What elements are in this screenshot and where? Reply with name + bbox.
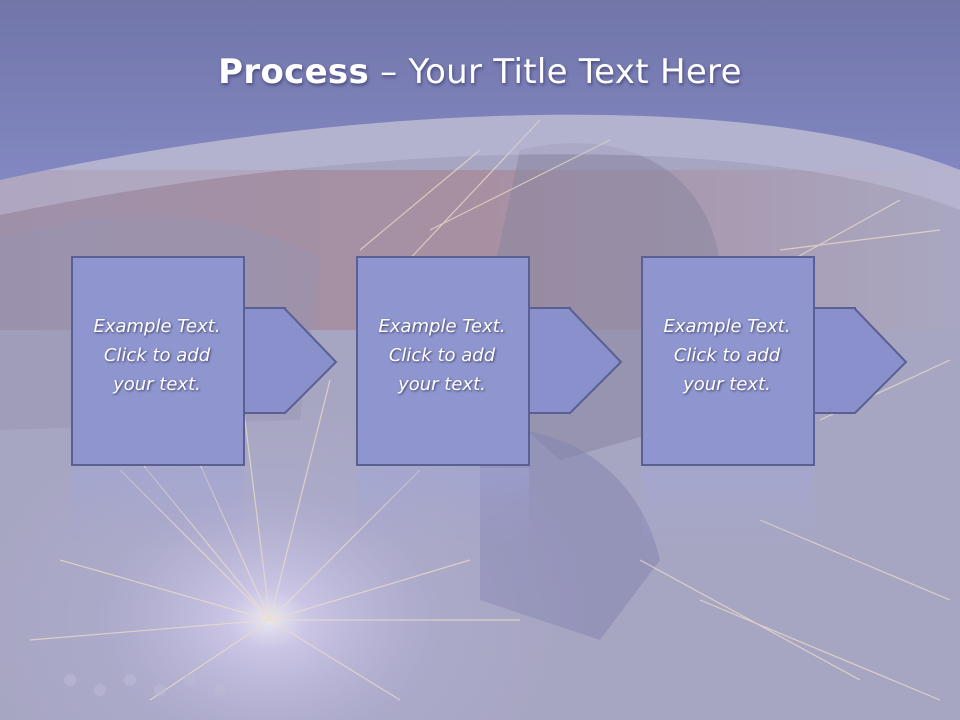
step-box <box>641 256 815 466</box>
step-text[interactable]: Example Text. Click to add your text. <box>641 312 813 399</box>
step-text-line3: your text. <box>113 374 201 395</box>
step-shape <box>356 256 623 466</box>
process-step-2[interactable]: Example Text. Click to add your text. <box>356 256 696 466</box>
step-box <box>356 256 530 466</box>
step-shape <box>641 256 908 466</box>
step-reflection <box>357 468 529 548</box>
step-text-line3: your text. <box>398 374 486 395</box>
step-text-line3: your text. <box>683 374 771 395</box>
process-step-1[interactable]: Example Text. Click to add your text. <box>71 256 411 466</box>
right-arrow-icon <box>812 307 908 414</box>
right-arrow-icon <box>527 307 623 414</box>
step-text-line1: Example Text. <box>663 316 791 337</box>
step-reflection <box>642 468 814 548</box>
step-text-line2: Click to add <box>673 345 781 366</box>
step-text[interactable]: Example Text. Click to add your text. <box>356 312 528 399</box>
step-text-line2: Click to add <box>103 345 211 366</box>
step-text-line2: Click to add <box>388 345 496 366</box>
process-step-3[interactable]: Example Text. Click to add your text. <box>641 256 960 466</box>
slide-title[interactable]: Process – Your Title Text Here <box>0 52 960 92</box>
step-text-line1: Example Text. <box>378 316 506 337</box>
title-bold-text: Process <box>218 52 370 92</box>
step-text[interactable]: Example Text. Click to add your text. <box>71 312 243 399</box>
step-reflection <box>72 468 244 548</box>
step-text-line1: Example Text. <box>93 316 221 337</box>
step-shape <box>71 256 338 466</box>
step-box <box>71 256 245 466</box>
right-arrow-icon <box>242 307 338 414</box>
title-rest-text: – Your Title Text Here <box>369 52 742 92</box>
